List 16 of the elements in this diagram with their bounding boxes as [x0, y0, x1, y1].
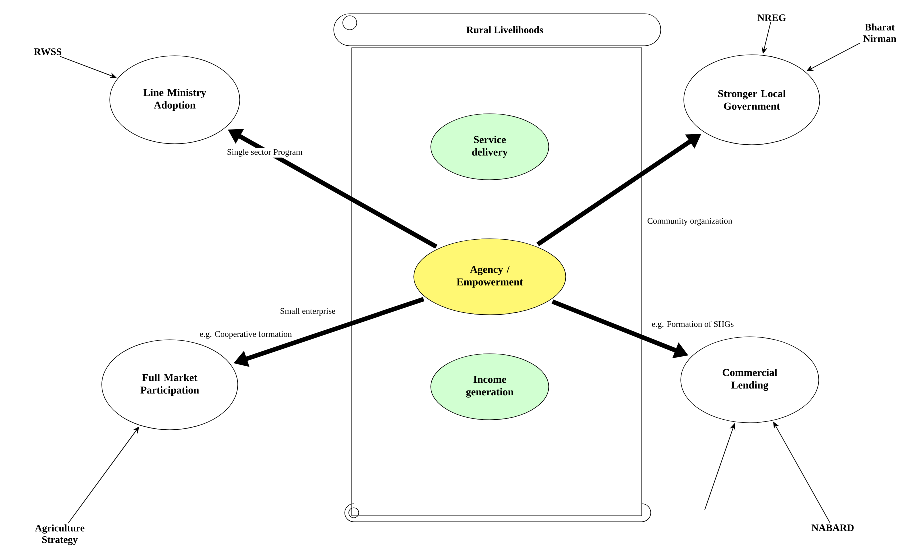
ellipse-node: Full Market Participation: [102, 340, 238, 430]
ellipse-node: Stronger Local Government: [684, 54, 820, 146]
ellipse-node: Agency / Empowerment: [414, 238, 566, 316]
ellipse-node: Service delivery: [430, 114, 550, 180]
program-label: Bharat Nirman: [864, 24, 897, 42]
program-label: NREG: [758, 14, 786, 22]
ellipse-node: Line Ministry Adoption: [110, 56, 240, 144]
ellipse-node: Income generation: [430, 354, 550, 420]
arrow: [806, 43, 860, 72]
program-label: RWSS: [34, 48, 62, 56]
ellipse-node: Commercial Lending: [680, 336, 820, 424]
program-label: Agriculture Strategy: [35, 524, 85, 546]
edge-label: Single sector Program: [226, 148, 304, 158]
node-label: Rural Livelihoods: [466, 26, 544, 34]
program-label: NABARD: [812, 524, 854, 532]
note-label: e.g. Cooperative formation: [198, 330, 294, 340]
